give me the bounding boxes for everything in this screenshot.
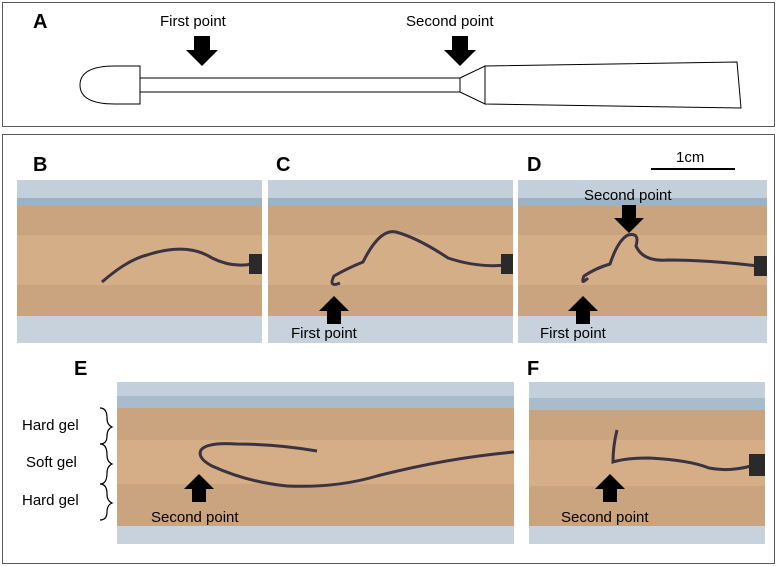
second-point-arrow (444, 36, 476, 66)
panel-b-photo (17, 180, 262, 343)
gel-label-top: Hard gel (22, 417, 79, 434)
needle-tip (79, 65, 141, 105)
needle-holder-b (249, 254, 262, 274)
needle-hub (484, 61, 742, 109)
needle-path-c (330, 230, 507, 286)
first-point-arrow (186, 36, 218, 66)
scale-bar-label: 1cm (676, 149, 705, 166)
needle-path-d (581, 233, 759, 283)
needle-holder-f (749, 454, 765, 476)
panel-label-e: E (74, 358, 88, 380)
first-point-label-a: First point (160, 13, 226, 30)
panel-label-b: B (33, 154, 48, 176)
second-point-label-d: Second point (584, 187, 672, 204)
needle-path-e (198, 442, 514, 488)
panel-f-photo (529, 382, 765, 544)
needle-path-b (101, 247, 253, 284)
needle-holder-d (754, 256, 767, 276)
scale-bar (651, 168, 735, 170)
panel-label-a: A (33, 11, 48, 33)
needle-taper (459, 65, 486, 105)
needle-holder-c (501, 254, 513, 274)
needle-path-f (611, 429, 752, 472)
panel-c-photo (268, 180, 513, 343)
needle-shaft (139, 77, 461, 93)
panel-label-d: D (527, 154, 542, 176)
first-point-label-d: First point (540, 325, 606, 342)
second-point-label-a: Second point (406, 13, 494, 30)
panel-label-c: C (276, 154, 291, 176)
first-point-label-c: First point (291, 325, 357, 342)
second-point-label-e: Second point (151, 509, 239, 526)
gel-label-bottom: Hard gel (22, 492, 79, 509)
second-point-label-f: Second point (561, 509, 649, 526)
panel-label-f: F (527, 358, 540, 380)
panel-e-photo (117, 382, 514, 544)
panel-d-photo (518, 180, 767, 343)
gel-label-middle: Soft gel (26, 454, 77, 471)
needle-schematic (79, 36, 742, 109)
